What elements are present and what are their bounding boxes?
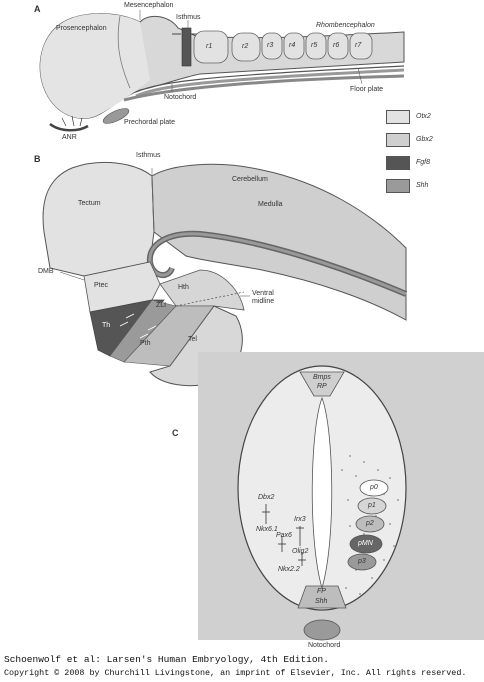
prechordal-plate [102,108,130,124]
legend-label-gbx2: Gbx2 [416,136,433,143]
label-dmb: DMB [38,268,54,275]
label-mesencephalon: Mesencephalon [124,2,174,9]
domain-p0 [359,479,389,497]
label-irx3: Irx3 [294,516,306,523]
roof-plate [299,371,345,397]
label-hth: Hth [178,284,189,291]
label-p3: p3 [358,558,366,565]
credit-line-2: Copyright © 2008 by Churchill Livingston… [4,668,467,678]
credit-line-1: Schoenwolf et al: Larsen's Human Embryol… [4,654,329,665]
domain-pmn [349,534,383,554]
label-tel: Tel [188,336,197,343]
rhombomere-r4: r4 [289,42,296,49]
label-notochord-a: Notochord [164,94,197,101]
notochord-a [123,74,405,102]
legend-swatch-shh [386,179,410,193]
label-medulla: Medulla [258,201,283,208]
panel-b-label: B [34,154,41,164]
label-nkx22: Nkx2.2 [278,566,300,573]
notochord-c [303,619,341,641]
label-rp: RP [317,383,327,390]
label-pax6: Pax6 [276,532,292,539]
label-ventral-midline: Ventral midline [252,290,275,305]
label-notochord-c: Notochord [308,642,341,649]
pretectum [83,261,161,313]
rhombomere-r3: r3 [267,42,274,49]
panel-a-diagram [39,10,405,132]
label-shh-c: Shh [315,598,328,605]
legend-swatch-gbx2 [386,133,410,147]
rhombomere-r7: r7 [355,42,362,49]
label-zli: ZLI [156,302,167,309]
label-bmps: Bmps [313,374,331,381]
label-floor-plate: Floor plate [350,86,384,93]
label-prosencephalon: Prosencephalon [56,25,107,32]
label-isthmus-a: Isthmus [176,14,201,21]
label-fp: FP [317,588,326,595]
rhombomere-segments [193,30,373,64]
label-pth: Pth [140,340,151,347]
panel-c-label: C [172,428,179,438]
panel-a-label: A [34,4,41,14]
label-tectum: Tectum [78,200,101,207]
cerebellum-medulla [151,163,407,321]
label-p0: p0 [370,484,378,491]
label-nkx61: Nkx6.1 [256,526,278,533]
domain-p3 [347,553,377,571]
rhombomere-r6: r6 [333,42,340,49]
label-dbx2: Dbx2 [258,494,275,501]
label-olig2: Olig2 [292,548,309,555]
rhombomere-r2: r2 [242,43,249,50]
label-prechordal-plate: Prechordal plate [124,119,175,126]
legend-swatch-otx2 [386,110,410,124]
label-pmn: pMN [358,540,373,547]
legend-label-shh: Shh [416,182,429,189]
label-rhombencephalon: Rhombencephalon [316,22,375,29]
label-cerebellum: Cerebellum [232,176,268,183]
domain-p1 [357,497,387,515]
label-p2: p2 [366,520,374,527]
hypothalamus [159,269,245,311]
isthmus-band [181,27,192,67]
legend-label-otx2: Otx2 [416,113,431,120]
floor-plate-c [297,585,347,609]
label-th: Th [102,322,111,329]
label-p1: p1 [368,502,376,509]
central-canal [311,396,333,590]
legend-label-fgf8: Fgf8 [416,159,431,166]
legend-swatch-fgf8 [386,156,410,170]
label-anr: ANR [62,134,77,141]
domain-p2 [355,515,385,533]
label-isthmus-b: Isthmus [136,152,161,159]
label-ptec: Ptec [94,282,109,289]
rhombomere-r5: r5 [311,42,318,49]
rhombomere-r1: r1 [206,43,213,50]
